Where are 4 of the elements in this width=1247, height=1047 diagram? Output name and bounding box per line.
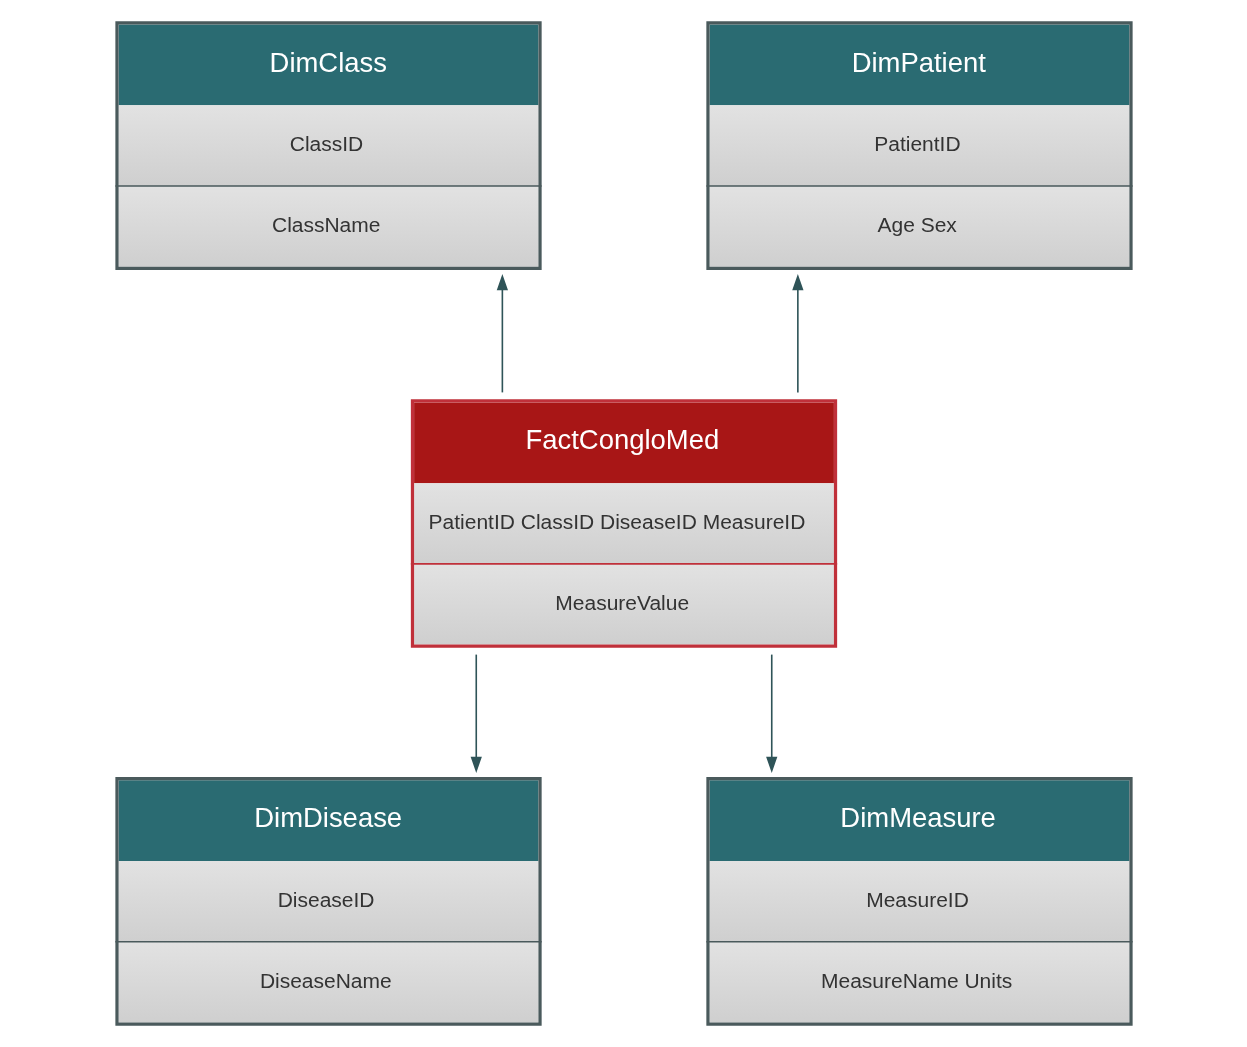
arrow: [470, 653, 482, 773]
arrow: [765, 653, 777, 773]
arrow: [496, 274, 508, 394]
arrow: [791, 274, 803, 394]
